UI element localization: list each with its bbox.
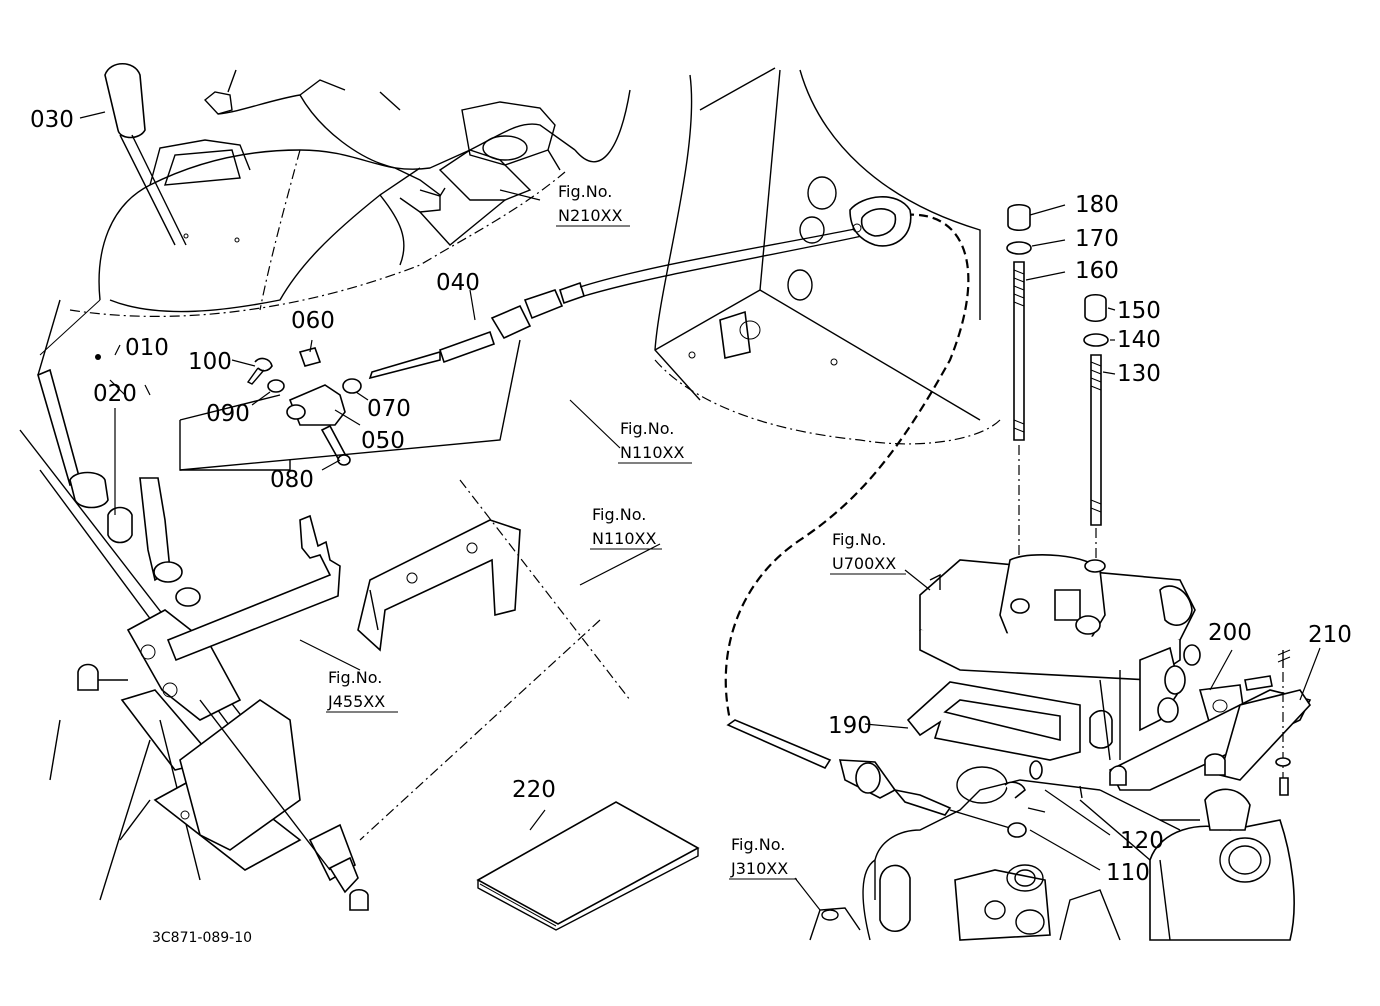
firewall-panel bbox=[654, 67, 1001, 445]
figref-j310: Fig.No. J310XX bbox=[729, 835, 797, 880]
label-100: 100 bbox=[188, 349, 232, 375]
label-120: 120 bbox=[1120, 828, 1164, 854]
mount-bracket-j455 bbox=[166, 394, 631, 841]
label-220: 220 bbox=[512, 777, 556, 803]
shift-linkage bbox=[1108, 649, 1312, 796]
label-020: 020 bbox=[93, 381, 137, 407]
figref-u700-label: Fig.No. bbox=[832, 530, 886, 549]
figref-j455: Fig.No. J455XX bbox=[326, 668, 398, 713]
figref-n110-mid-label: Fig.No. bbox=[592, 505, 646, 524]
hood-housing bbox=[39, 69, 631, 356]
transmission-case bbox=[809, 766, 1295, 941]
pivot-dot bbox=[95, 354, 101, 360]
figref-n110-top: Fig.No. N110XX bbox=[618, 419, 692, 464]
label-210: 210 bbox=[1308, 622, 1352, 648]
label-140: 140 bbox=[1117, 327, 1161, 353]
figref-n110-mid-code: N110XX bbox=[592, 529, 656, 548]
figref-j310-label: Fig.No. bbox=[731, 835, 785, 854]
label-010: 010 bbox=[125, 335, 169, 361]
control-cable bbox=[179, 213, 970, 721]
owners-manual bbox=[476, 801, 700, 931]
control-valve bbox=[919, 554, 1273, 732]
label-050: 050 bbox=[361, 428, 405, 454]
figref-u700: Fig.No. U700XX bbox=[830, 530, 906, 575]
label-040: 040 bbox=[436, 270, 480, 296]
figref-n110-mid: Fig.No. N110XX bbox=[590, 505, 662, 550]
clevis-group bbox=[246, 347, 362, 466]
label-180: 180 bbox=[1075, 192, 1119, 218]
gear-lever bbox=[37, 62, 187, 509]
label-170: 170 bbox=[1075, 226, 1119, 252]
label-160: 160 bbox=[1075, 258, 1119, 284]
figref-n110-top-code: N110XX bbox=[620, 443, 684, 462]
leader-lines bbox=[79, 111, 1321, 911]
figref-j455-label: Fig.No. bbox=[328, 668, 382, 687]
figref-j455-code: J455XX bbox=[327, 692, 385, 711]
figref-n210-code: N210XX bbox=[558, 206, 622, 225]
label-090: 090 bbox=[206, 401, 250, 427]
label-070: 070 bbox=[367, 396, 411, 422]
lower-bracket bbox=[49, 609, 369, 911]
mounting-plate bbox=[906, 670, 1121, 761]
label-060: 060 bbox=[291, 308, 335, 334]
label-030: 030 bbox=[30, 107, 74, 133]
figref-n210: Fig.No. N210XX bbox=[556, 182, 630, 227]
label-110: 110 bbox=[1106, 860, 1150, 886]
cable-end bbox=[726, 719, 1083, 838]
label-130: 130 bbox=[1117, 361, 1161, 387]
drawing-code: 3C871-089-10 bbox=[152, 930, 252, 946]
figref-u700-code: U700XX bbox=[832, 554, 896, 573]
figref-n210-label: Fig.No. bbox=[558, 182, 612, 201]
label-150: 150 bbox=[1117, 298, 1161, 324]
figref-n110-top-label: Fig.No. bbox=[620, 419, 674, 438]
label-080: 080 bbox=[270, 467, 314, 493]
figref-j310-code: J310XX bbox=[730, 859, 788, 878]
label-200: 200 bbox=[1208, 620, 1252, 646]
label-190: 190 bbox=[828, 713, 872, 739]
